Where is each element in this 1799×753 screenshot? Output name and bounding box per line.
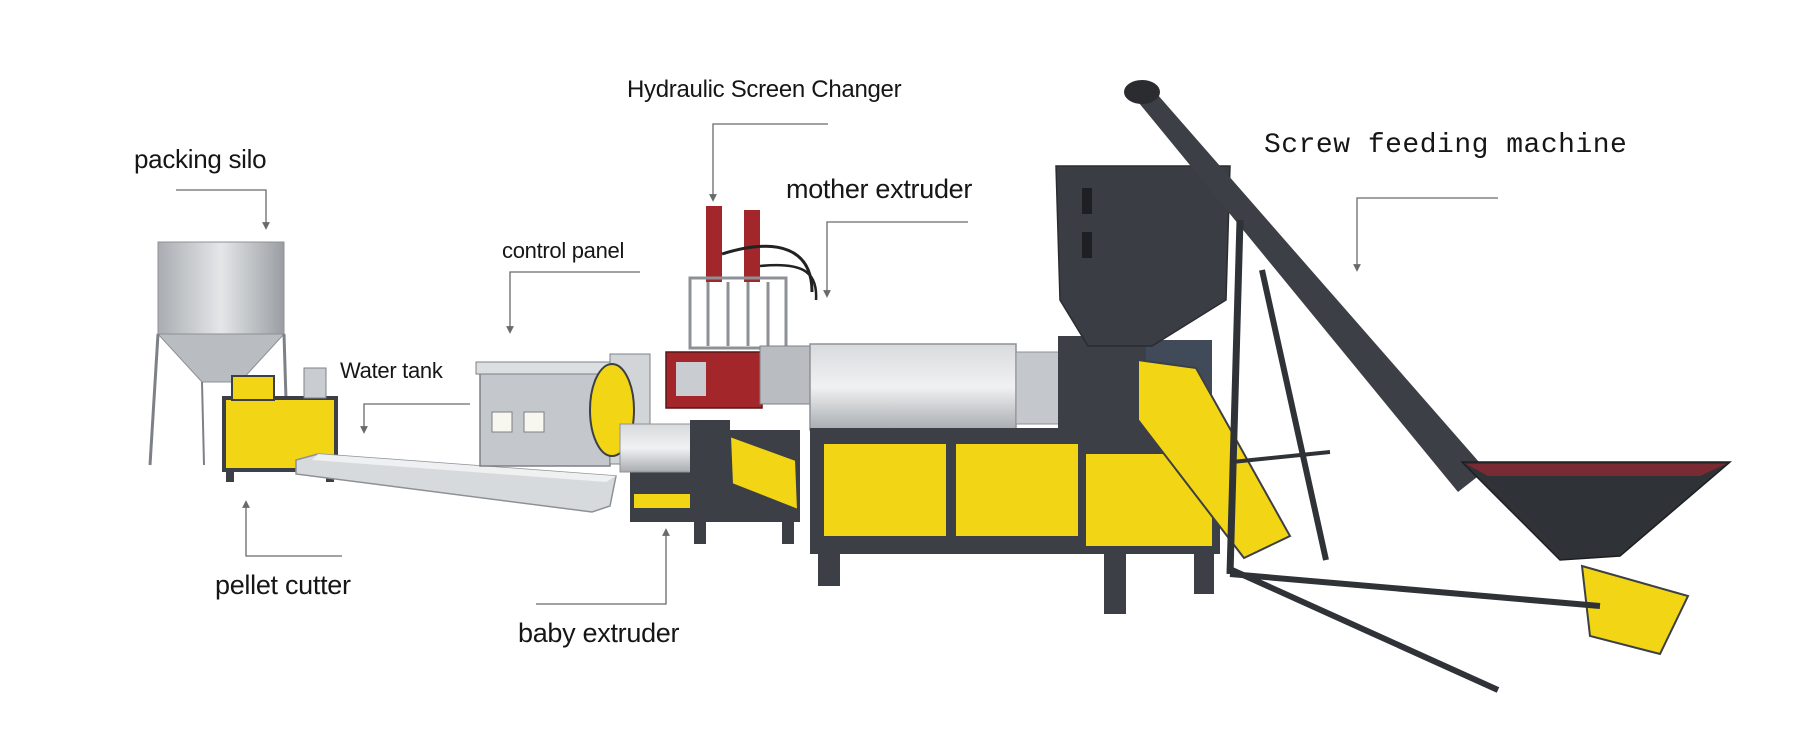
label-water-tank: Water tank [340, 358, 443, 383]
label-screw-feeding-machine: Screw feeding machine [1264, 130, 1628, 161]
hydraulic-screen-changer [665, 206, 818, 409]
leader-control-panel [506, 271, 640, 334]
packing-silo [148, 241, 290, 466]
mother-extruder [809, 165, 1292, 614]
label-baby-extruder: baby extruder [518, 618, 680, 648]
screw-feeding-machine [1124, 80, 1733, 693]
label-mother-extruder: mother extruder [786, 174, 973, 204]
water-tank [295, 453, 617, 513]
label-control-panel: control panel [502, 238, 625, 263]
leader-mother-extruder [823, 221, 968, 298]
label-hydraulic-screen-changer: Hydraulic Screen Changer [627, 76, 902, 103]
leader-water-tank [360, 403, 470, 434]
baby-extruder [619, 420, 800, 544]
label-pellet-cutter: pellet cutter [215, 570, 351, 600]
leader-hydraulic-screen-changer [709, 123, 828, 202]
leader-baby-extruder [536, 528, 670, 605]
leader-lines [176, 123, 1498, 605]
leader-packing-silo [176, 189, 270, 230]
leader-pellet-cutter [242, 500, 342, 557]
leader-screw-feeding-machine [1353, 197, 1498, 272]
label-packing-silo: packing silo [134, 144, 267, 174]
